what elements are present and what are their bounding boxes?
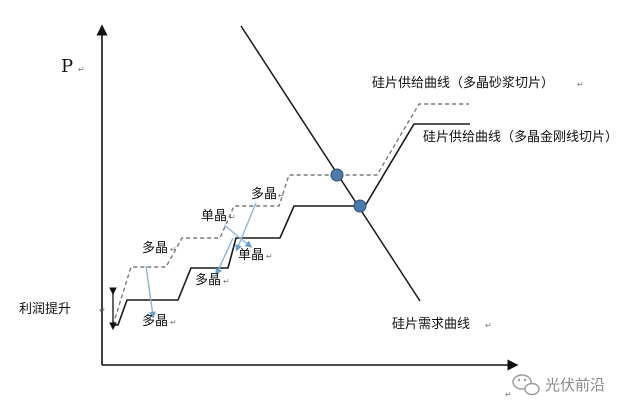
label-poly-3-mark: ↵ <box>223 277 230 286</box>
supply-curve-sand-label-mark: ↵ <box>577 80 584 89</box>
x-axis-mark: ↵ <box>505 390 512 399</box>
label-poly-2-mark: ↵ <box>170 318 177 327</box>
supply-curve-sand-label: 硅片供给曲线（多晶砂浆切片） <box>372 75 554 91</box>
equilibrium-point-sand <box>330 168 344 182</box>
label-poly-1-mark: ↵ <box>170 245 177 254</box>
label-mono-2-mark: ↵ <box>266 252 273 261</box>
y-axis-label: P <box>61 56 73 77</box>
y-axis-label-mark: ↵ <box>78 65 85 74</box>
watermark-text: 光伏前沿 <box>545 376 605 394</box>
shift-arrow-poly-1 <box>145 265 156 319</box>
wechat-icon <box>512 374 540 396</box>
shift-arrow-poly-2 <box>215 237 234 276</box>
label-poly-2: 多晶 <box>142 313 168 329</box>
label-poly-1: 多晶 <box>142 240 168 256</box>
label-mono-1: 单晶 <box>201 209 227 224</box>
supply-curve-sand <box>112 103 469 326</box>
equilibrium-point-diamond <box>353 199 367 213</box>
supply-curve-diamond-label: 硅片供给曲线（多晶金刚线切片） <box>423 129 618 145</box>
watermark: 光伏前沿 <box>512 374 605 396</box>
label-poly-3: 多晶 <box>195 272 221 288</box>
profit-label: 利润提升 <box>19 301 71 317</box>
shift-arrow-poly-3 <box>235 202 257 252</box>
demand-curve <box>240 25 421 302</box>
label-poly-4: 多晶 <box>251 186 277 202</box>
label-mono-2: 单晶 <box>238 248 264 263</box>
shift-arrow-mono <box>223 224 253 248</box>
profit-label-mark: ↵ <box>99 306 106 315</box>
demand-curve-label-mark: ↵ <box>485 321 492 330</box>
demand-curve-label: 硅片需求曲线 <box>392 317 470 332</box>
label-poly-4-mark: ↵ <box>278 191 285 200</box>
label-mono-1-mark: ↵ <box>229 213 236 222</box>
supply-curve-diamond <box>113 123 470 326</box>
